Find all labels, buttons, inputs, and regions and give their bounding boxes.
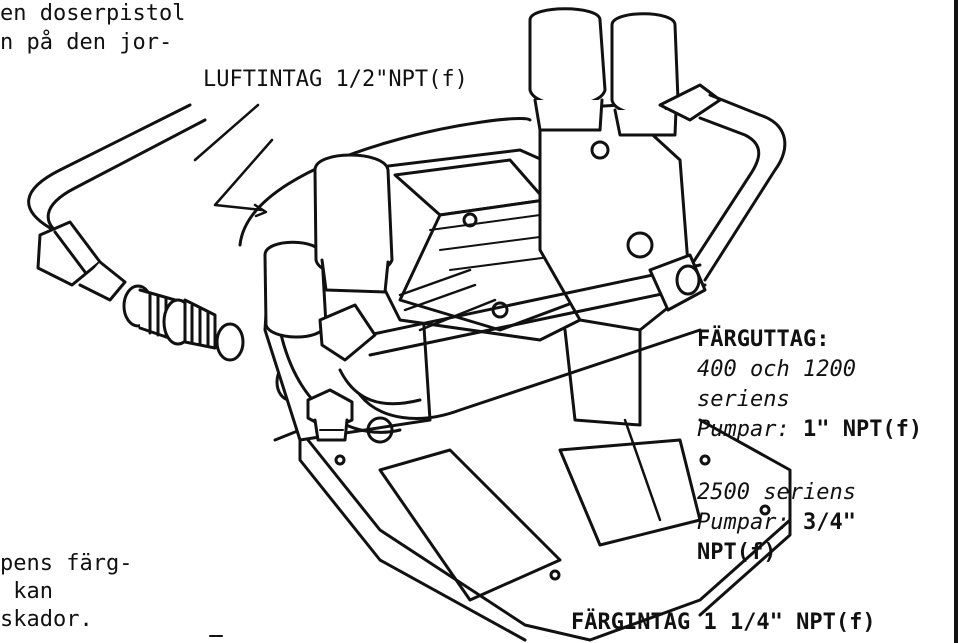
paint-inlet-leader xyxy=(623,418,662,522)
top-tube xyxy=(238,117,532,247)
valve-nut-front xyxy=(318,303,377,362)
front-manifold xyxy=(338,253,707,420)
paint-outlet-line3-bold: 1" NPT(f) xyxy=(789,417,923,442)
rear-valve-left xyxy=(528,7,607,132)
threaded-fitting xyxy=(122,284,217,350)
paint-outlet-line5: Pumpar: 3/4" xyxy=(697,509,856,537)
pump-base xyxy=(273,418,792,642)
rear-valve-right xyxy=(610,12,680,137)
o-ring-left xyxy=(215,322,245,362)
paint-outlet-line3: Pumpar: 1" NPT(f) xyxy=(697,416,922,444)
center-column xyxy=(563,328,642,427)
paint-outlet-line4: 2500 seriens xyxy=(697,480,856,505)
fragment-top-line1: en doserpistol xyxy=(0,1,186,26)
drain-plug xyxy=(306,388,354,442)
hose-nut xyxy=(36,220,127,302)
paint-outlet-line2: seriens xyxy=(697,387,790,412)
frame-border-right xyxy=(954,0,958,643)
paint-outlet-line3-italic: Pumpar: xyxy=(697,417,790,442)
paint-outlet-line5-bold: 3/4" xyxy=(789,510,856,535)
paint-outlet-line6: NPT(f) xyxy=(697,540,777,565)
paint-outlet-line5-italic: Pumpar: xyxy=(697,510,790,535)
paint-outlet-title: FÄRGUTTAG: xyxy=(697,327,830,352)
paint-inlet-label: FÄRGINTAG 1 1/4" NPT(f) xyxy=(571,610,876,635)
front-valve-center xyxy=(313,153,394,294)
fragment-top-line2: n på den jor- xyxy=(0,30,173,55)
paint-outlet-line1: 400 och 1200 xyxy=(697,357,856,382)
outlet-manifold xyxy=(658,83,787,282)
fragment-bottom-line1: pens färg- xyxy=(0,551,133,576)
fragment-bottom-line3: skador. xyxy=(0,607,93,632)
air-inlet-label: LUFTINTAG 1/2"NPT(f) xyxy=(203,67,468,92)
air-inlet-leaders xyxy=(193,103,274,218)
fragment-bottom-line2: kan xyxy=(0,579,53,604)
air-hose xyxy=(27,103,207,240)
